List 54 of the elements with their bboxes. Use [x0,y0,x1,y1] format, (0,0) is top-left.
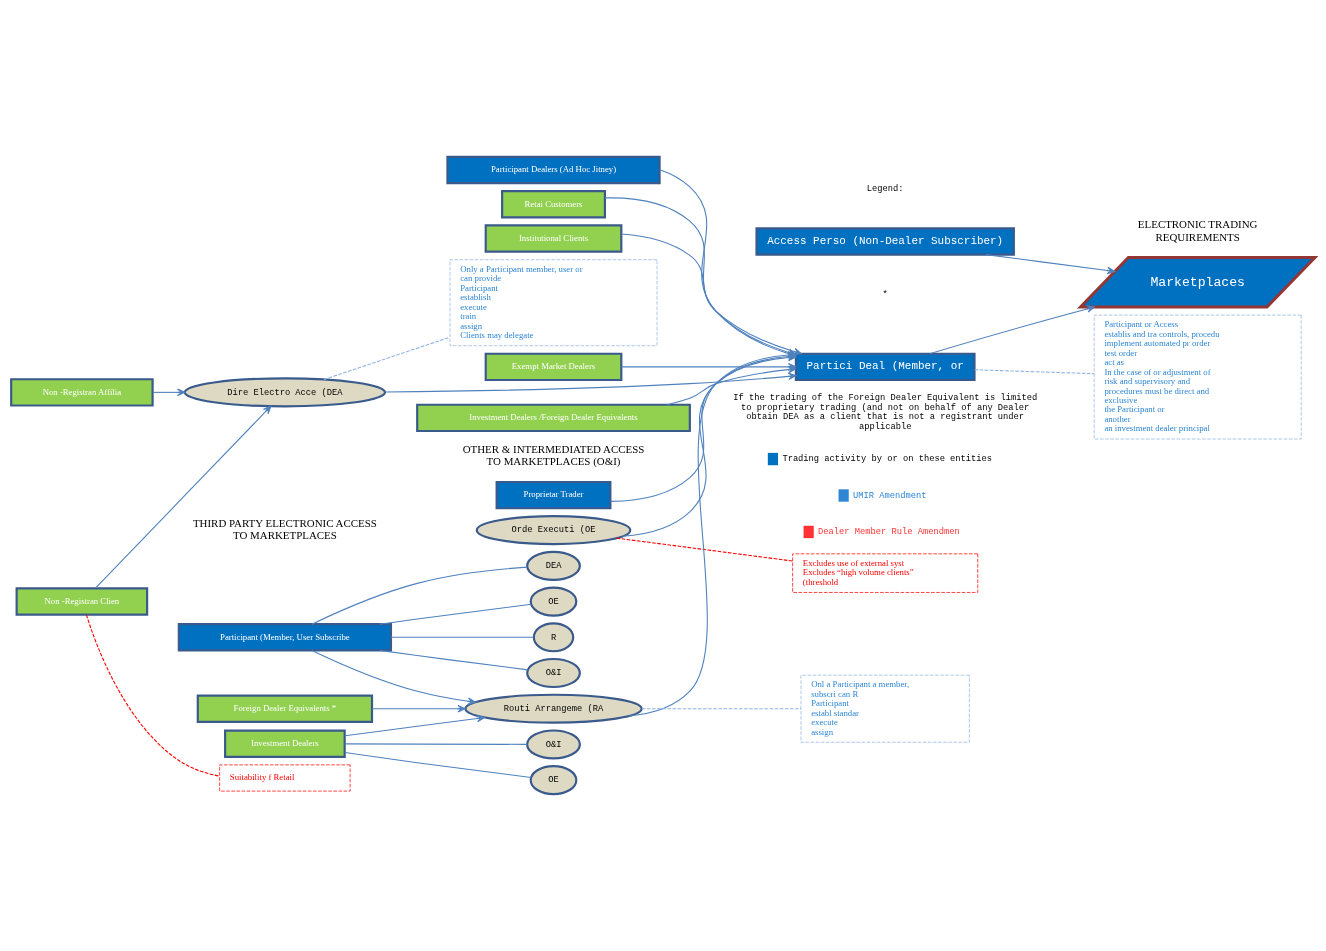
node-ellipse: Dire Electro Acce (DEA [183,377,387,408]
node-box: Non -Registran Affilia [10,378,154,407]
node-box: Participant or Access establis and tra controls, procedu implement automated pr order test order act as In the case of or adjustment of risk and supervisory and procedures must be direct and exclusive the Participant or another an investment dealer principal [1093,314,1302,440]
legend-label: Dealer Member Rule Amendmen [818,527,960,538]
label: ELECTRONIC TRADING REQUIREMENTS [1137,218,1258,243]
connector [311,566,528,625]
connector [379,649,529,671]
node-ellipse: O&I [526,729,581,760]
node-ellipse: O&I [526,657,581,689]
connector [390,636,535,638]
connector [616,537,793,562]
node-box: Institutional Clients [484,224,623,253]
legend-label: Trading activity by or on these entities [782,454,993,465]
node-ellipse: DEA [526,550,581,581]
node-ellipse: R [532,622,575,653]
node-box: Excludes use of external syst Excludes “high volume clients” (threshold [792,553,979,593]
node-box: Suitability f Retail [219,764,351,792]
label: OTHER & INTERMEDIATED ACCESS TO MARKETPLACES (O&I) [462,442,645,468]
arrow [95,405,272,589]
arrow [985,254,1116,275]
arrow [929,305,1095,355]
node-box: Foreign Dealer Equivalents * [196,694,374,723]
node-box: Investment Dealers [224,729,346,758]
node-ellipse: Orde Executi (OE [475,515,632,546]
label: THIRD PARTY ELECTRONIC ACCESS TO MARKETPLACES [192,516,377,541]
legend-label: UMIR Amendment [853,490,927,501]
connector [641,708,802,710]
label: If the trading of the Foreign Dealer Equivalent is limited to proprietary trading (and not on behalf of any Dealer obtain DEA as a client that is not a registrant under applicable [733,393,1038,432]
node-ellipse: OE [529,765,578,796]
node-box: Retai Customers [501,190,606,219]
connector [344,743,528,745]
node-box: Access Perso (Non-Dealer Subscriber) [755,227,1015,256]
node-box: Onl a Participant a member, subscri can R Participant establ standar execute assign [800,674,970,743]
arrow [384,372,797,393]
node-box: Only a Participant member, user or can provide Participant establish execute train assign Clients may delegate [449,259,658,347]
node-ellipse: OE [529,586,578,617]
label: * [882,289,888,300]
arrow [152,388,186,397]
node-box: Proprietar Trader [495,480,612,510]
node-box: Investment Dealers /Foreign Dealer Equivalents [416,403,691,433]
label: Legend: [866,184,904,195]
connector [379,603,532,625]
connector [85,614,221,777]
node-box: Partici Deal (Member, or [794,352,976,382]
arrow [311,649,476,706]
connector [323,336,451,381]
arrow [371,704,466,713]
node-box: Participant (Member, User Subscribe [177,623,393,652]
arrow [344,714,486,737]
node-box: Participant Dealers (Ad Hoc Jitney) [446,155,661,185]
connector [344,751,532,779]
node-box: Exempt Market Dealers [484,352,623,382]
connector [974,369,1095,375]
node-box: Non -Registran Clien [15,587,149,616]
